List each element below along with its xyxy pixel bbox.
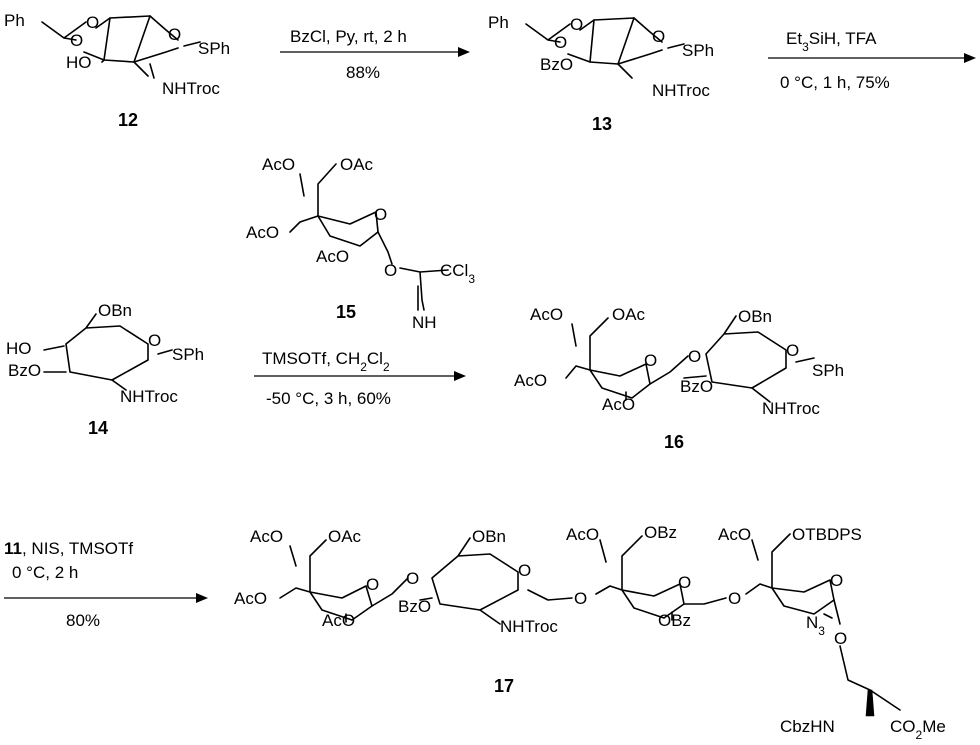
c13-nhtroc: NHTroc <box>652 81 710 100</box>
c17-ring-o-1: O <box>366 575 379 594</box>
c12-ho: HO <box>66 53 92 72</box>
r2-conditions: 0 °C, 1 h, 75% <box>780 73 890 92</box>
c15-aco-3: AcO <box>316 247 349 266</box>
c12-sph: SPh <box>198 39 230 58</box>
r4-conditions: 0 °C, 2 h <box>12 563 78 582</box>
c17-aco-5: AcO <box>718 525 751 544</box>
c14-sph: SPh <box>172 345 204 364</box>
c12-ring-o: O <box>168 25 181 44</box>
c17-o-link-1: O <box>406 569 419 588</box>
c15-o-link: O <box>384 261 397 280</box>
c15-aco-2: AcO <box>246 223 279 242</box>
compound-number-17: 17 <box>494 676 514 696</box>
c13-ph: Ph <box>488 13 509 32</box>
c17-aco-1: AcO <box>250 527 283 546</box>
c14-ho: HO <box>6 339 32 358</box>
c17-oac: OAc <box>328 527 362 546</box>
c15-oac: OAc <box>340 155 374 174</box>
c13-o2: O <box>554 33 567 52</box>
c16-nhtroc: NHTroc <box>762 399 820 418</box>
compound-14: OBn HO BzO O SPh NHTroc 14 <box>6 301 204 438</box>
c17-o-link-2: O <box>574 589 587 608</box>
reaction-arrow-2: Et3SiH, TFA 0 °C, 1 h, 75% <box>768 29 976 92</box>
compound-number-13: 13 <box>592 114 612 134</box>
c14-obn: OBn <box>98 301 132 320</box>
compound-13: Ph O O BzO O SPh NHTroc 13 <box>488 13 714 134</box>
c17-obz-2: OBz <box>658 611 691 630</box>
c12-nhtroc: NHTroc <box>162 79 220 98</box>
c17-ring-o-2: O <box>518 561 531 580</box>
c13-sph: SPh <box>682 41 714 60</box>
compound-number-16: 16 <box>664 432 684 452</box>
compound-15: AcO OAc AcO O AcO O CCl3 NH 15 <box>246 155 475 332</box>
c13-o1: O <box>570 15 583 34</box>
c15-ccl3: CCl3 <box>440 261 475 286</box>
c15-aco-1: AcO <box>262 155 295 174</box>
r4-reagents: 11, NIS, TMSOTf <box>4 539 133 558</box>
c16-bzo: BzO <box>680 377 713 396</box>
c16-ring-o-2: O <box>786 341 799 360</box>
c16-ring-o-1: O <box>644 351 657 370</box>
c16-aco-3: AcO <box>602 395 635 414</box>
reaction-arrow-4: 11, NIS, TMSOTf 0 °C, 2 h 80% <box>4 539 208 630</box>
c17-n3: N3 <box>806 613 825 638</box>
c17-obz-1: OBz <box>644 523 677 542</box>
r4-yield: 80% <box>66 611 100 630</box>
c17-co2me: CO2Me <box>890 717 946 742</box>
c12-o2: O <box>70 31 83 50</box>
r2-reagents: Et3SiH, TFA <box>786 29 877 54</box>
r3-reagents: TMSOTf, CH2Cl2 <box>262 349 390 374</box>
c17-obn: OBn <box>472 527 506 546</box>
c16-obn: OBn <box>738 307 772 326</box>
c12-o1: O <box>86 13 99 32</box>
c17-nhtroc: NHTroc <box>500 617 558 636</box>
c16-oac: OAc <box>612 305 646 324</box>
compound-number-12: 12 <box>118 110 138 130</box>
compound-16: AcO OAc AcO O AcO O OBn BzO O SPh NHTroc… <box>514 305 844 452</box>
c12-ph: Ph <box>4 11 25 30</box>
compound-17: AcO OAc AcO O AcO O OBn BzO O NHTroc O A… <box>234 523 946 742</box>
c17-ring-o-4: O <box>830 571 843 590</box>
c17-bzo: BzO <box>398 597 431 616</box>
r1-reagents: BzCl, Py, rt, 2 h <box>290 27 407 46</box>
c17-aco-2: AcO <box>234 589 267 608</box>
c17-otbdps: OTBDPS <box>792 525 862 544</box>
c16-sph: SPh <box>812 361 844 380</box>
c13-ring-o: O <box>652 27 665 46</box>
compound-number-15: 15 <box>336 302 356 322</box>
c14-bzo: BzO <box>8 361 41 380</box>
c13-bzo: BzO <box>540 55 573 74</box>
c15-nh: NH <box>412 313 437 332</box>
c16-o-link: O <box>688 347 701 366</box>
c17-cbzhn: CbzHN <box>780 717 835 736</box>
c17-aco-4: AcO <box>566 525 599 544</box>
c17-o-ser: O <box>834 629 847 648</box>
c14-ring-o: O <box>148 331 161 350</box>
c16-aco-2: AcO <box>514 371 547 390</box>
c16-aco-1: AcO <box>530 305 563 324</box>
c17-o-link-3: O <box>728 589 741 608</box>
r3-conditions: -50 °C, 3 h, 60% <box>266 389 391 408</box>
c14-nhtroc: NHTroc <box>120 387 178 406</box>
reaction-arrow-3: TMSOTf, CH2Cl2 -50 °C, 3 h, 60% <box>254 349 466 408</box>
c17-ring-o-3: O <box>678 573 691 592</box>
compound-12: Ph O O HO O SPh NHTroc 12 <box>4 11 230 130</box>
r1-yield: 88% <box>346 63 380 82</box>
compound-number-14: 14 <box>88 418 108 438</box>
reaction-arrow-1: BzCl, Py, rt, 2 h 88% <box>280 27 470 82</box>
c15-ring-o: O <box>374 205 387 224</box>
c17-aco-3: AcO <box>322 611 355 630</box>
